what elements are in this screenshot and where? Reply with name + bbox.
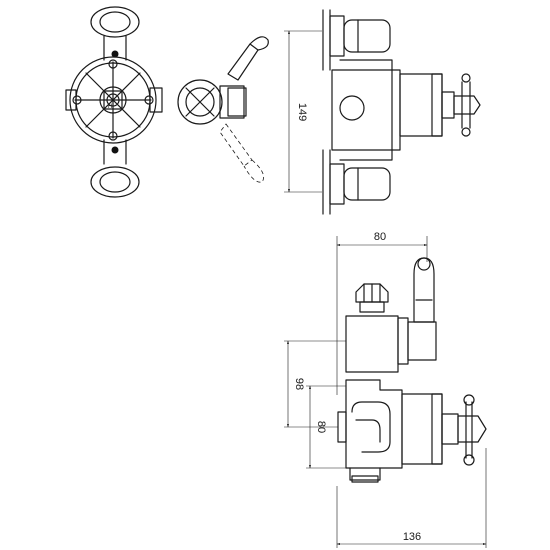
left-lower-value: 80: [315, 421, 327, 433]
plan-view: 80: [284, 231, 487, 548]
flow-valve: [345, 257, 437, 373]
top-escutcheon: [90, 6, 140, 61]
side-height-value: 149: [296, 103, 308, 121]
front-view: H: [65, 6, 269, 198]
left-upper-value: 98: [293, 378, 305, 390]
dimension-98: 98: [284, 340, 346, 428]
top-width-value: 80: [374, 231, 386, 243]
dimension-136: 136: [336, 448, 487, 548]
side-view: 149: [284, 9, 481, 215]
dimension-80-left: 80: [306, 385, 346, 469]
dimension-80-top: 80: [336, 231, 428, 395]
hot-indicator-label: H: [108, 104, 112, 110]
cross-head-handle: H: [65, 56, 163, 144]
bottom-fixing-dot: [111, 146, 119, 154]
top-fixing-dot: [111, 50, 119, 58]
dimension-149: 149: [284, 30, 322, 193]
bottom-escutcheon: [90, 139, 140, 198]
thermostatic-valve: [337, 379, 487, 483]
flow-lever: [177, 36, 269, 183]
bottom-width-value: 136: [403, 531, 421, 543]
